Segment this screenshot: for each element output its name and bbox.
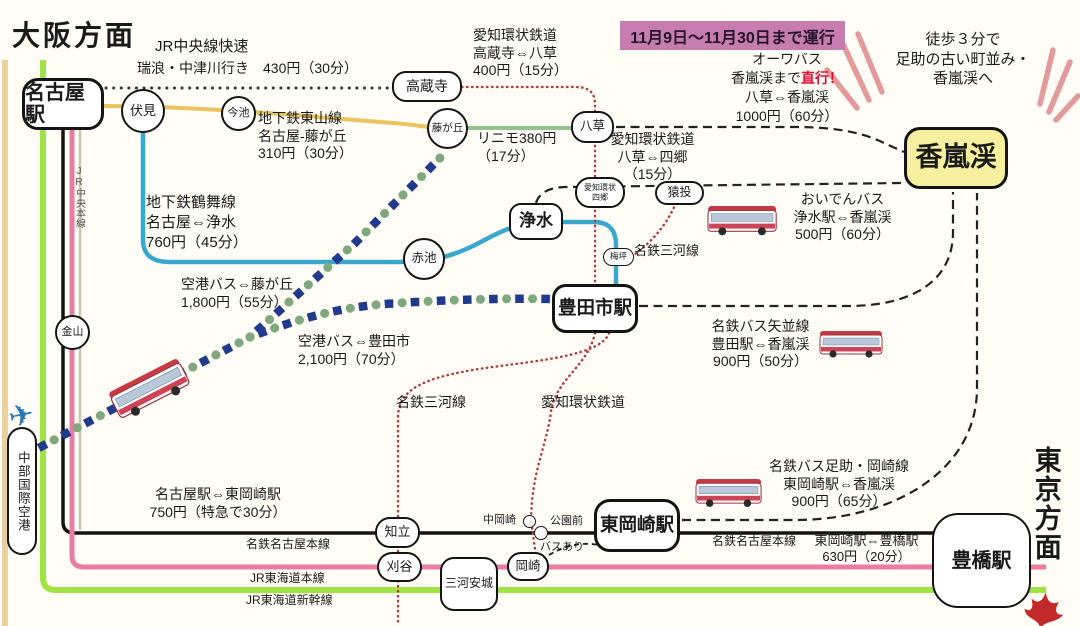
service-period-banner: 11月9日～11月30日まで運行: [620, 21, 845, 50]
orwa-line1: オーワバス: [752, 51, 822, 67]
mikawa-line-label-lower: 名鉄三河線: [396, 394, 466, 410]
bus-icon: [695, 478, 762, 508]
airport-bus-toyota-fare: 空港バス⇔豊田市 2,100円（70分）: [298, 333, 410, 367]
airport-bus-route: [25, 145, 555, 458]
meitetsu-ltd-exp-fare: 名古屋駅⇔東岡崎駅 750円（特急で30分）: [149, 486, 287, 520]
meitetsu-main-line: [61, 126, 1000, 535]
heading-osaka: 大阪方面: [12, 20, 137, 51]
station-nakaokazaki-marker: [523, 515, 536, 528]
station-umetsubo: 梅坪: [603, 248, 634, 266]
tsurumai-fare: 地下鉄鶴舞線 名古屋⇔浄水 760円（45分）: [146, 194, 248, 251]
station-fujigaoka: 藤が丘: [427, 108, 468, 149]
station-sanage: 猿投: [655, 181, 704, 205]
walk-note: 徒歩３分で 足助の古い町並み・ 香嵐渓へ: [895, 31, 1031, 87]
tsurumai-line: [140, 110, 619, 287]
airport-bus-fujigaoka-fare: 空港バス⇔藤が丘 1,800円（55分）: [181, 276, 293, 310]
meitetsu-main-label-east: 名鉄名古屋本線: [712, 534, 797, 548]
orwa-line3: 八草⇔香嵐渓: [745, 89, 829, 105]
asuke-bus-route: [682, 193, 979, 522]
jr-tokaido-main-label: JR東海道本線: [250, 571, 325, 585]
shinkansen-label: JR東海道新幹線: [246, 593, 333, 607]
station-korankei: 香嵐渓: [904, 127, 1008, 189]
station-toyotashi: 豊田市駅: [552, 284, 638, 333]
orwa-bus-note: オーワバス 香嵐渓まで直行！ 八草⇔香嵐渓 1000円（60分）: [712, 50, 862, 126]
bus-available-note: バスあり: [540, 541, 584, 553]
aikan-line-lower: [529, 331, 597, 558]
emphasis-rays: [824, 31, 1080, 123]
station-koenmae-marker: [534, 526, 548, 540]
heading-tokyo: 東京方面: [1030, 446, 1061, 562]
mikawa-line-upper: [632, 201, 678, 257]
bus-icon: [707, 205, 777, 236]
higashiyama-fare: 地下鉄東山線 名古屋-藤が丘 310円（30分）: [258, 110, 353, 161]
station-aikan-shigo: 愛知環状 四郷: [575, 177, 625, 208]
nakaokazaki-label: 中岡崎: [483, 514, 516, 526]
station-nagoya: 名古屋駅: [22, 78, 104, 130]
jr-chuo-main-label: JR中央本線: [73, 166, 85, 228]
meitetsu-main-label-west: 名鉄名古屋本線: [246, 537, 331, 551]
aikan-line-upper: [460, 85, 597, 287]
station-kariya: 刈谷: [377, 552, 422, 582]
station-josui: 浄水: [509, 203, 563, 240]
jr-chuo-rapid-label: JR中央線快速: [155, 38, 249, 55]
direct-emphasis: 直行！: [801, 70, 843, 86]
aikan-line-label-lower: 愛知環状鉄道: [541, 394, 625, 410]
linimo-fare: リニモ380円 （17分）: [477, 130, 557, 164]
shinkansen-line: [40, 60, 1046, 593]
asuke-bus-fare: 名鉄バス足助・岡崎線 東岡崎駅⇔香嵐渓 900円（65分）: [769, 458, 909, 509]
oiden-bus-fare: おいでんバス 浄水駅⇔香嵐渓 500円（60分）: [793, 191, 892, 242]
jr-tokaido-line: [69, 126, 1046, 570]
koenmae-label: 公園前: [550, 515, 583, 527]
station-yakusa: 八草: [571, 111, 614, 143]
station-chiryu: 知立: [375, 517, 420, 548]
aikan-kozoji-fare: 愛知環状鉄道 高蔵寺⇔八草 400円（15分）: [473, 27, 568, 78]
yanami-bus-fare: 名鉄バス矢並線 豊田駅⇔香嵐渓 900円（50分）: [711, 318, 810, 369]
aikan-yakusa-fare: 愛知環状鉄道 八草⇔四郷 （15分）: [610, 131, 695, 182]
jr-chuo-rapid-fare: 瑞浪・中津川行き 430円（30分）: [137, 60, 358, 76]
orwa-line4: 1000円（60分）: [735, 108, 839, 124]
yanami-bus-route: [639, 192, 955, 308]
maple-leaf-icon: [1024, 592, 1064, 626]
station-mikawa-anjo: 三河安城: [440, 557, 498, 611]
orwa-line2: 香嵐渓まで直行！: [731, 70, 843, 86]
station-centrair: 中部国際空港: [7, 427, 37, 555]
mikawa-line-label-upper: 名鉄三河線: [634, 243, 700, 258]
station-imaike: 今池: [221, 96, 256, 131]
station-higashi-okazaki: 東岡崎駅: [594, 499, 680, 552]
toyohashi-fare: 東岡崎駅⇔豊橋駅 630円（20分）: [814, 533, 919, 565]
station-akaike: 赤池: [403, 238, 445, 280]
orwa-bus-route: [616, 125, 905, 154]
mikawa-line-lower: [396, 331, 611, 624]
station-toyohashi: 豊橋駅: [932, 513, 1031, 608]
bus-icon: [819, 330, 883, 359]
bus-icon: [107, 357, 193, 424]
station-okazaki: 岡崎: [507, 552, 549, 581]
station-fushimi: 伏見: [121, 89, 165, 133]
station-kozoji: 高蔵寺: [392, 71, 462, 102]
oiden-bus-route: [534, 181, 905, 204]
station-kanayama: 金山: [55, 315, 90, 350]
